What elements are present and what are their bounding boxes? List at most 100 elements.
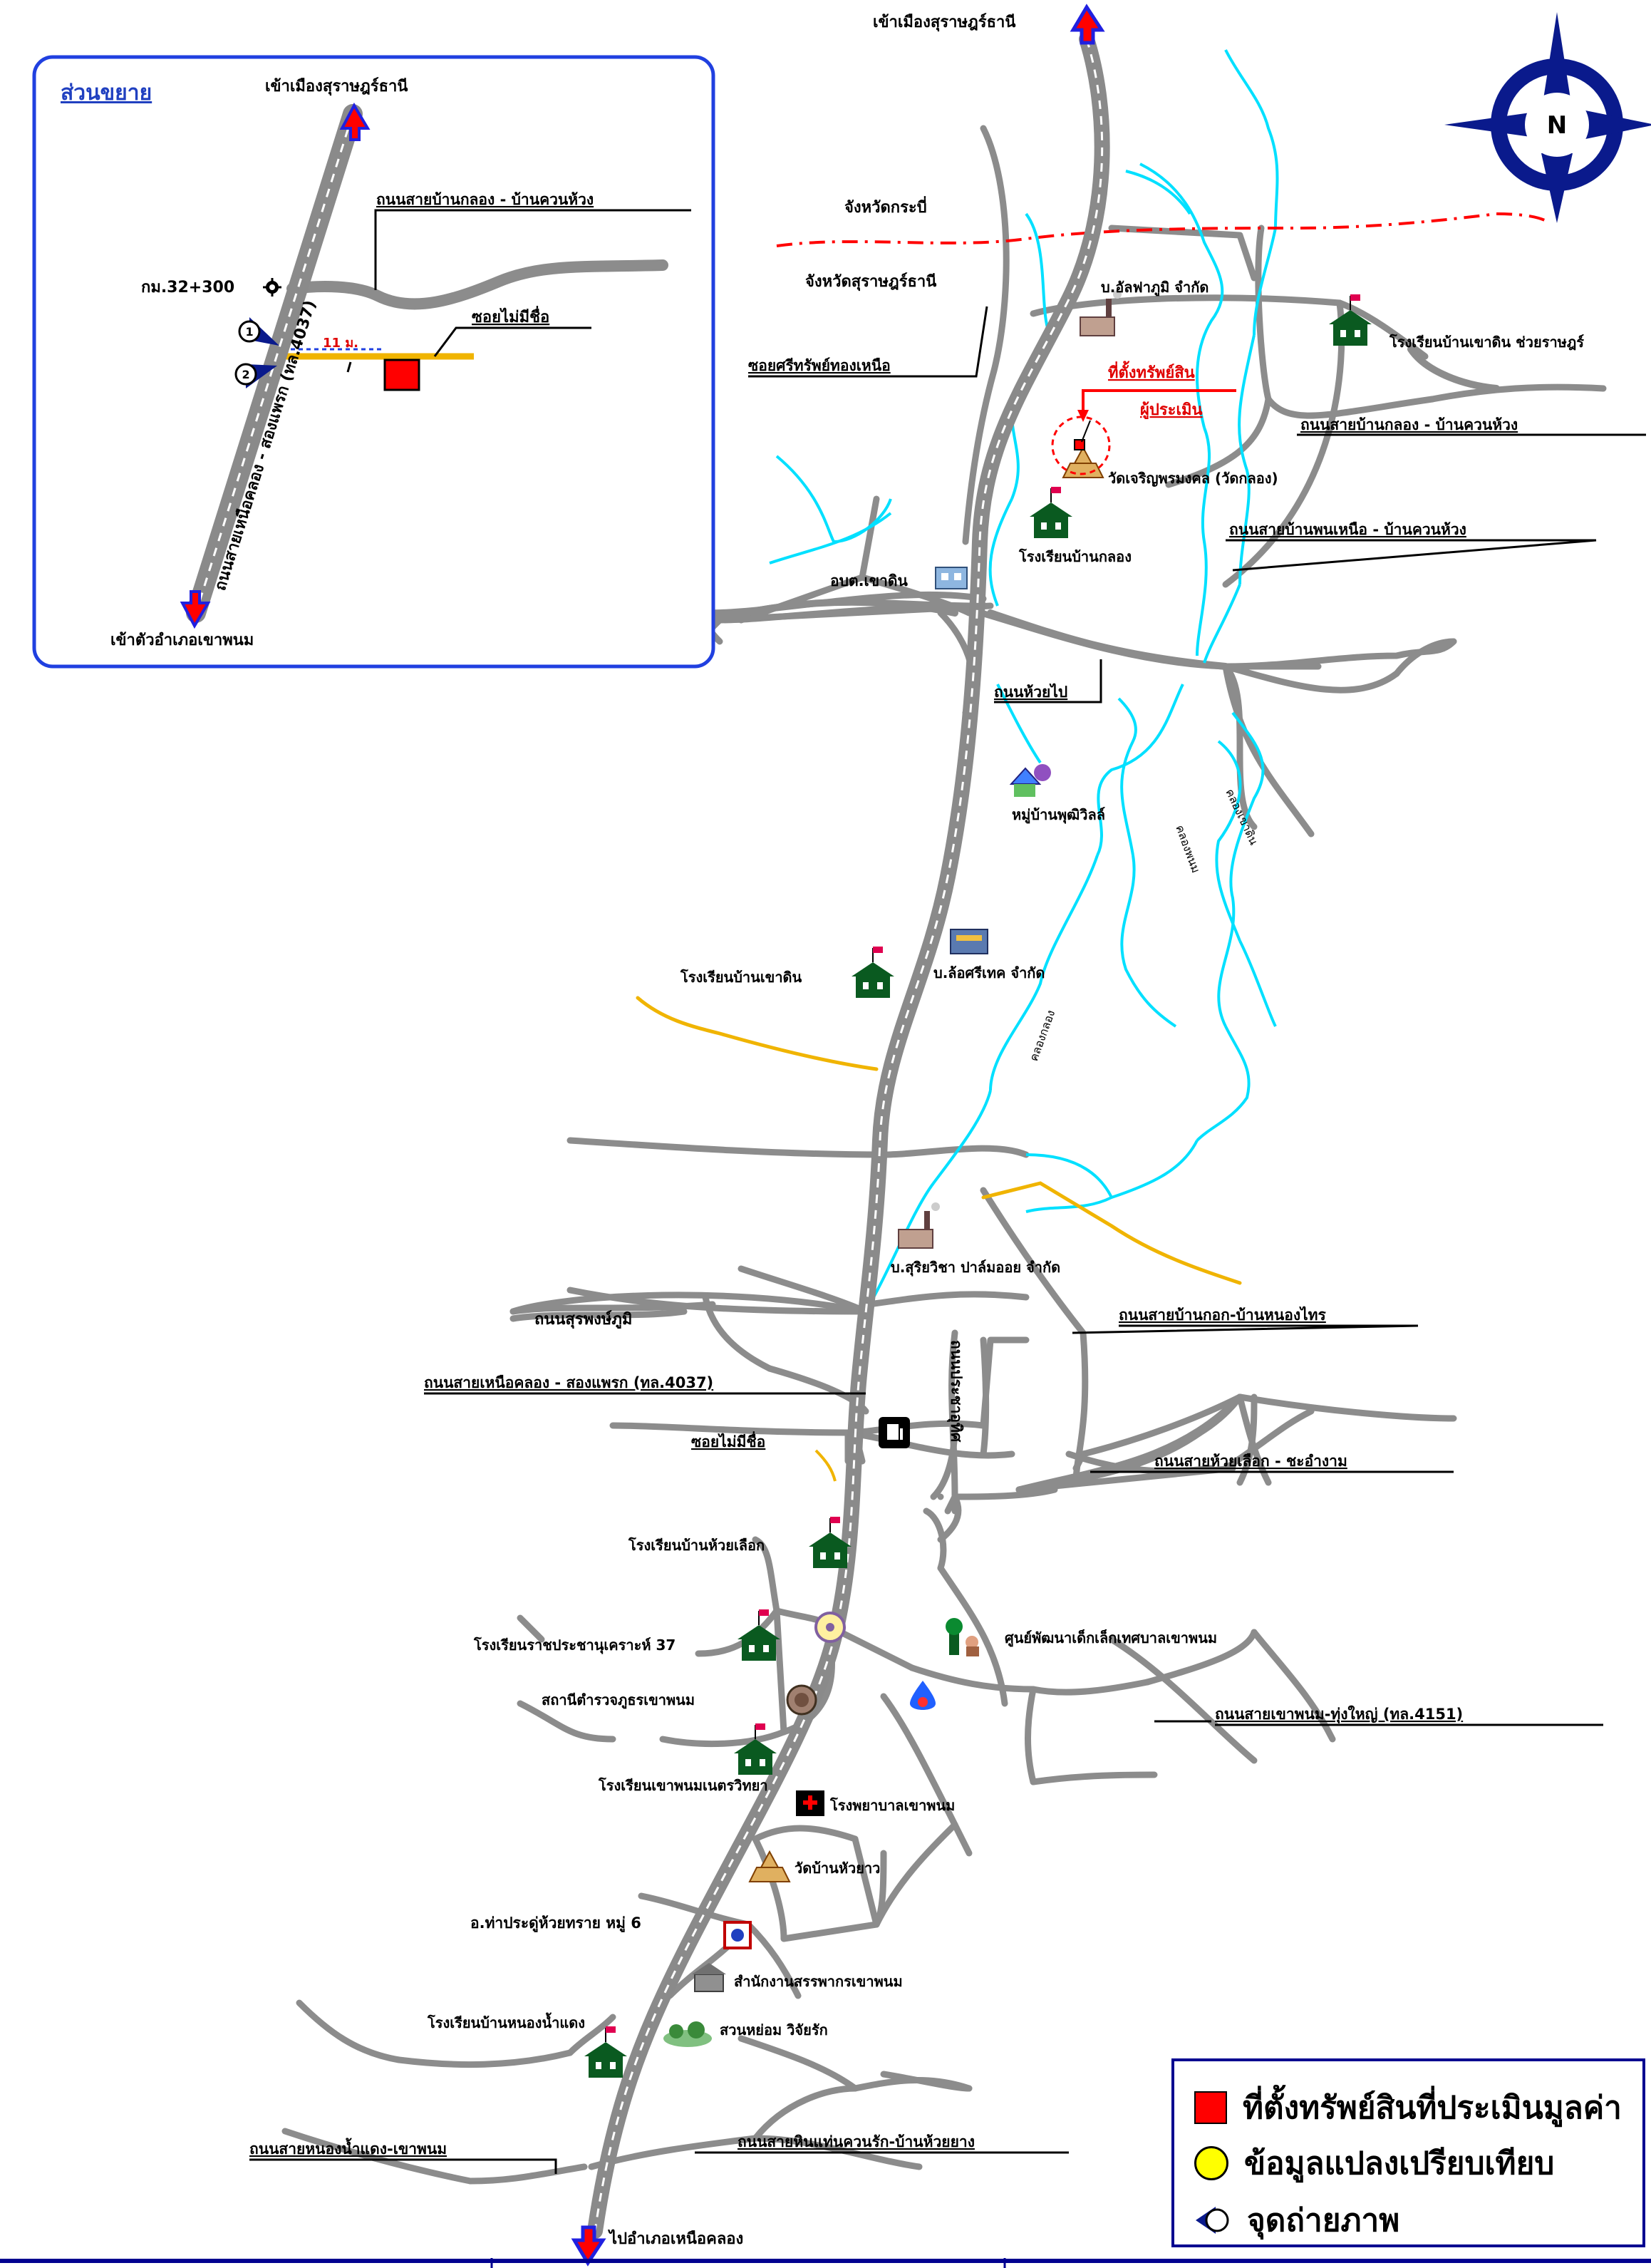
yellow-circle-icon <box>1194 2146 1228 2180</box>
label-road-kok-kuan: ถนนสายบ้านกลอง - บ้านควนห้วง <box>1300 416 1518 433</box>
legend-label: ข้อมูลแปลงเปรียบเทียบ <box>1244 2145 1555 2182</box>
km-marker-icon <box>263 278 281 297</box>
water-drop-icon <box>910 1681 936 1710</box>
factory-icon <box>898 1202 940 1249</box>
label-road-khao: ถนนสายเขาพนม-ทุ่งใหญ่ (ทล.4151) <box>1215 1705 1463 1724</box>
label-road-sw: ถนนสายหนองน้ำแดง-เขาพนม <box>249 2138 447 2158</box>
svg-text:2: 2 <box>242 368 249 381</box>
map-legend: ที่ตั้งทรัพย์สินที่ประเมินมูลค่า ข้อมูลแ… <box>1171 2058 1645 2247</box>
label-soi-north: ซอยศรีทรัพย์ทองเหนือ <box>748 357 891 374</box>
label-school-west: โรงเรียนบ้านเขาดิน <box>680 969 802 986</box>
district-office-icon <box>723 1921 752 1949</box>
label-leaders <box>249 306 1646 2174</box>
school-icon <box>1329 294 1372 346</box>
label-road-kok-nong: ถนนสายบ้านกอก-บ้านหนองไทร <box>1119 1306 1327 1324</box>
label-temple-1: วัดเจริญพรมงคล (วัดกลอง) <box>1108 470 1278 487</box>
gas-station-icon <box>879 1417 910 1448</box>
child-center-icon <box>946 1618 979 1656</box>
inset-subject-square <box>383 359 420 391</box>
hospital-icon <box>796 1790 824 1816</box>
label-subject-1: ที่ตั้งทรัพย์สิน <box>1108 361 1195 382</box>
svg-text:1: 1 <box>245 325 253 339</box>
label-school-klong: โรงเรียนบ้านกลอง <box>1018 548 1132 565</box>
compass-n: N <box>1547 111 1567 140</box>
inset-to-south: เข้าตัวอำเภอเขาพนม <box>110 632 254 649</box>
subject-pointer <box>1082 389 1236 413</box>
arrow-south-icon <box>571 2225 606 2267</box>
school-icon <box>734 1723 777 1775</box>
arrow-north-icon <box>1070 4 1105 45</box>
label-hospital: โรงพยาบาลเขาพนม <box>829 1797 955 1814</box>
label-park: สวนหย่อม วิจัยรัก <box>720 2021 828 2038</box>
label-school-tr: โรงเรียนบ้านเขาดิน ช่วยราษฎร์ <box>1389 334 1584 351</box>
school-icon <box>852 947 894 998</box>
label-soi-nameless: ซอยไม่มีชื่อ <box>691 1431 765 1450</box>
office-icon <box>692 1963 726 1992</box>
photo-point-2-icon: 2 <box>234 363 277 388</box>
school-icon <box>809 1517 852 1568</box>
village-icon <box>1009 764 1051 797</box>
inset-to-north: เข้าเมืองสุราษฎร์ธานี <box>265 77 408 96</box>
photo-point-1-icon: 1 <box>238 317 279 346</box>
north-compass-icon: N <box>1444 12 1651 223</box>
label-road-north: ถนนสายบ้านพนเหนือ - บ้านควนห้วง <box>1229 521 1466 538</box>
map-labels: เข้าเมืองสุราษฎร์ธานี จังหวัดกระบี่ จังห… <box>249 13 1584 2248</box>
soi-mark <box>814 1449 837 1482</box>
comparable-icon <box>814 1612 846 1643</box>
regional-roads <box>709 346 1500 670</box>
label-district: อ.ท่าประดู่ห้วยทราย หมู่ 6 <box>470 1914 641 1933</box>
label-road-se: ถนนสายหินแท่นควนรัก-บ้านห้วยยาง <box>737 2133 975 2150</box>
subject-marker <box>1074 439 1085 450</box>
label-road-pracha: ถนนประชาอุทิศ <box>946 1340 965 1443</box>
temple-icon <box>748 1850 791 1882</box>
label-prov-krabi: จังหวัดกระบี่ <box>844 195 927 217</box>
orange-roads <box>636 996 1242 1285</box>
label-school-huai: โรงเรียนบ้านห้วยเลือก <box>628 1537 765 1554</box>
label-road-pung: ถนนสุรพงษ์ภูมิ <box>534 1310 632 1329</box>
label-to-south: ไปอำเภอเหนือคลอง <box>608 2229 743 2248</box>
label-school-sw: โรงเรียนบ้านหนองน้ำแดง <box>427 2012 585 2031</box>
red-square-icon <box>1194 2091 1227 2124</box>
label-police: สถานีตำรวจภูธรเขาพนม <box>542 1691 695 1710</box>
school-icon <box>737 1609 780 1661</box>
label-factory-2: บ.ล้อศรีเทค จำกัด <box>933 964 1045 981</box>
label-school-khao: โรงเรียนเขาพนมเนตรวิทยา <box>598 1777 768 1794</box>
label-obt: อบต.เขาดิน <box>830 572 909 589</box>
school-icon <box>584 2026 627 2078</box>
factory-icon <box>950 929 988 954</box>
province-boundary <box>776 212 1547 247</box>
inset-title: ส่วนขยาย <box>61 81 152 105</box>
inset-map: ส่วนขยาย เข้าเมืองสุราษฎร์ธานี เข้าตัวอำ… <box>32 55 715 669</box>
inset-km: กม.32+300 <box>141 279 234 297</box>
label-prov-surat: จังหวัดสุราษฎร์ธานี <box>805 272 936 292</box>
legend-item-photo: จุดถ่ายภาพ <box>1194 2195 1399 2245</box>
label-school-ratcha: โรงเรียนราชประชานุเคราะห์ 37 <box>473 1636 676 1654</box>
label-village: หมู่บ้านพุฒิวิลล์ <box>1012 806 1105 825</box>
label-soi-huai: ถนนห้วยไป <box>994 683 1067 701</box>
police-icon <box>786 1684 817 1716</box>
label-stream-2: คลองพนม <box>1173 823 1203 875</box>
label-factory-1: บ.อัลฟาภูมิ จำกัด <box>1101 279 1209 297</box>
inset-arrow-south-icon <box>180 590 211 629</box>
inset-dist: 11 ม. <box>323 336 358 351</box>
label-highway: ถนนสายเหนือคลอง - สองแพรก (ทล.4037) <box>424 1374 713 1391</box>
label-to-north: เข้าเมืองสุราษฎร์ธานี <box>873 13 1015 32</box>
factory-icon <box>1080 290 1122 336</box>
legend-label: ที่ตั้งทรัพย์สินที่ประเมินมูลค่า <box>1243 2090 1622 2126</box>
legend-item-subject: ที่ตั้งทรัพย์สินที่ประเมินมูลค่า <box>1194 2083 1622 2133</box>
government-office-icon <box>935 567 968 589</box>
label-road-huai-luek: ถนนสายห้วยเลือก - ชะอำงาม <box>1154 1453 1347 1470</box>
inset-arrow-north-icon <box>339 102 371 141</box>
legend-item-comparable: ข้อมูลแปลงเปรียบเทียบ <box>1194 2138 1554 2188</box>
school-icon <box>1030 487 1072 538</box>
label-subject-2: ผู้ประเมิน <box>1140 401 1203 420</box>
inset-soi-label: ซอยไม่มีชื่อ <box>472 305 549 326</box>
photo-arrow-icon <box>1196 2207 1229 2234</box>
label-temple-2: วัดบ้านหัวยาว <box>795 1860 880 1877</box>
inset-road-label: ถนนสายบ้านกลอง - บ้านควนห้วง <box>376 191 594 208</box>
legend-label: จุดถ่ายภาพ <box>1247 2202 1400 2239</box>
park-icon <box>663 2021 712 2047</box>
label-factory-3: บ.สุริยวิชา ปาล์มออย จำกัด <box>891 1259 1060 1277</box>
label-office: สำนักงานสรรพากรเขาพนม <box>734 1973 903 1990</box>
